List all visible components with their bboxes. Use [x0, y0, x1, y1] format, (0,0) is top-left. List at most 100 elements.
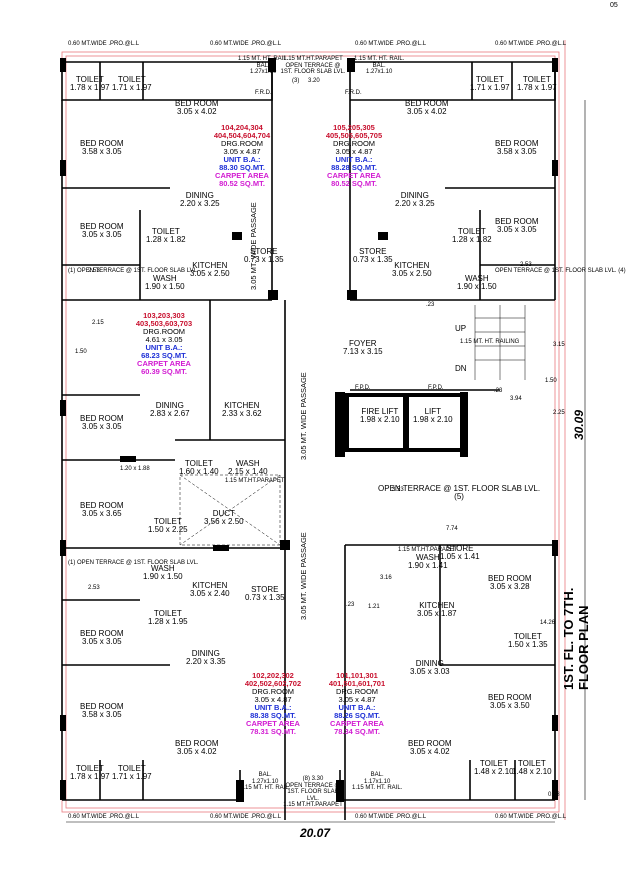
dim-053: 0.53	[548, 792, 560, 798]
fpd-lift-1: F.P.D.	[355, 385, 371, 391]
top-terrace-dim: 3.20	[308, 78, 320, 84]
terrace-1: (1) OPEN TERRACE @ 1ST. FLOOR SLAB LVL.	[68, 268, 199, 274]
stair-railing: 1.15 MT. HT. RAILING	[460, 339, 520, 345]
passage-bottom: 3.05 MT. WIDE PASSAGE	[299, 532, 308, 620]
unit-102-info: 102,202,302 402,502,602,702 DRG.ROOM 3.0…	[244, 671, 302, 736]
para-ml: 1.15 MT.HT.PARAPET	[225, 478, 285, 484]
dimension-lines	[66, 100, 586, 823]
stair-up: UP	[455, 324, 467, 333]
dim-253-top-r: 2.53	[520, 262, 532, 268]
parapet-bottom-mid-right: 0.60 MT.WIDE .PRO.@L.L	[355, 814, 427, 820]
parapet-bottom-right: 0.60 MT.WIDE .PRO.@L.L	[495, 814, 567, 820]
dim-215: 2.15	[92, 320, 104, 326]
dim-774: 7.74	[446, 526, 458, 532]
overall-depth: 30.09	[572, 409, 586, 440]
bal-tr: 1.15 MT. HT. RAIL.BAL.1.27x1.10	[354, 56, 405, 75]
dim-150-l: 1.50	[75, 349, 87, 355]
dim-253-bot: 2.53	[88, 585, 100, 591]
dim-253-top: 2.53	[88, 268, 100, 274]
dim-23-c: .23	[346, 602, 355, 608]
bottom-terrace: (8) 3.30 OPEN TERRACE @ 1ST. FLOOR SLAB …	[283, 776, 343, 808]
duct	[179, 474, 281, 546]
frd-tl: F.R.D.	[255, 90, 272, 96]
open-terrace-5: OPEN TERRACE @ 1ST. FLOOR SLAB LVL.(5)	[378, 484, 541, 501]
dim-316: 3.16	[380, 575, 392, 581]
dim-1426: 14.26	[540, 620, 556, 626]
parapet-bottom-mid-left: 0.60 MT.WIDE .PRO.@L.L	[210, 814, 282, 820]
dim-23-a: .23	[426, 302, 435, 308]
dim-121: 1.21	[368, 604, 380, 610]
dim-225: 2.25	[553, 410, 565, 416]
dim-23-b: .23	[494, 388, 503, 394]
stair	[474, 305, 526, 380]
dim-150-r: 1.50	[545, 378, 557, 384]
dim-315: 3.15	[553, 342, 565, 348]
parapet-top-mid-right: 0.60 MT.WIDE .PRO.@L.L	[355, 41, 427, 47]
dim-394: 3.94	[510, 396, 522, 402]
walls	[61, 61, 556, 820]
plan-title: 1ST. FL. TO 7TH. FLOOR PLAN	[561, 587, 591, 690]
overall-width: 20.07	[300, 826, 331, 840]
terrace-2: (1) OPEN TERRACE @ 1ST. FLOOR SLAB LVL.	[68, 560, 199, 566]
parapet-top-mid-left: 0.60 MT.WIDE .PRO.@L.L	[210, 41, 282, 47]
unit-104-info: 104,204,304 404,504,604,704 DRG.ROOM 3.0…	[213, 123, 271, 188]
unit-103-info: 103,203,303 403,503,603,703 DRG.ROOM 4.6…	[135, 311, 193, 376]
stair-dn: DN	[455, 364, 467, 373]
parapet-top-right: 0.60 MT.WIDE .PRO.@L.L	[495, 41, 567, 47]
passage-top: 3.05 MT. WIDE PASSAGE	[249, 202, 258, 290]
unit-101-info: 101,101,301 401,501,601,701 DRG.ROOM 3.0…	[328, 671, 386, 736]
passage-mid: 3.05 MT. WIDE PASSAGE	[299, 372, 308, 460]
parapet-bottom-left: 0.60 MT.WIDE .PRO.@L.L	[68, 814, 140, 820]
